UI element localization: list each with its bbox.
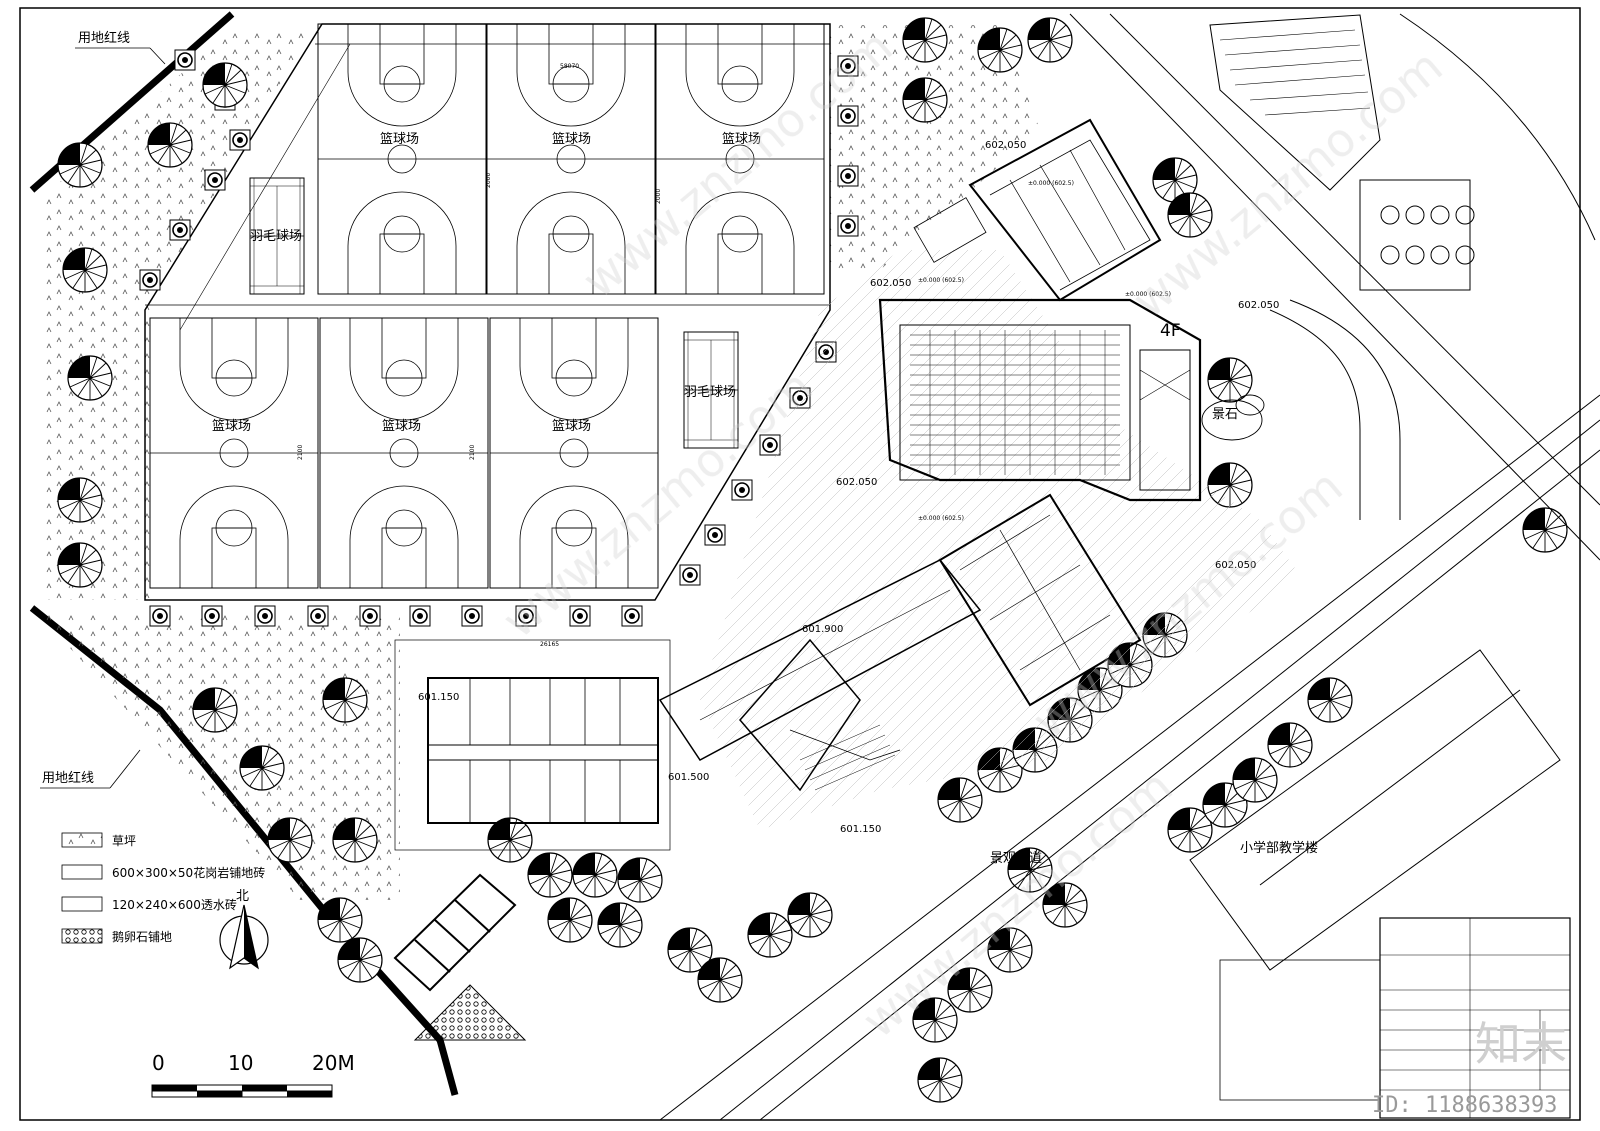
primary-school-building (1189, 649, 1561, 971)
elev-602-050-b: 602.050 (1215, 560, 1256, 571)
label-basketball-4: 篮球场 (212, 419, 251, 434)
elev-zero-2: ±0.000 (602.5) (1125, 291, 1171, 298)
north-wing-building (913, 118, 1162, 302)
dim-2100-b: 2100 (469, 445, 476, 460)
dim-2100-a: 2100 (297, 445, 304, 460)
classroom-block (394, 639, 671, 851)
legend-swatch-permeable (61, 896, 103, 912)
label-4f: 4F (1160, 321, 1181, 341)
dim-2000-a: 2000 (485, 173, 492, 188)
grass-southwest (40, 615, 400, 900)
auditorium-building (878, 298, 1202, 502)
elev-602-050-d: 602.050 (870, 278, 911, 289)
legend-label-pebble: 鹅卵石铺地 (112, 930, 172, 944)
elev-602-050-c: 602.050 (836, 477, 877, 488)
drawing-frame (19, 7, 1581, 1121)
elev-601-150-b: 601.150 (840, 824, 881, 835)
elev-601-900: 601.900 (802, 624, 843, 635)
legend: 草坪 600×300×50花岗岩铺地砖 120×240×600透水砖 鹅卵石铺地 (61, 832, 265, 944)
legend-swatch-grass (61, 832, 103, 848)
elev-601-500: 601.500 (668, 772, 709, 783)
label-rock: 景石 (1212, 407, 1238, 422)
label-basketball-5: 篮球场 (382, 419, 421, 434)
label-basketball-1: 篮球场 (380, 132, 419, 147)
label-basketball-6: 篮球场 (552, 419, 591, 434)
basketball-court-1 (317, 23, 487, 295)
grass-west (40, 30, 312, 600)
basketball-court-4 (149, 317, 319, 589)
label-basketball-2: 篮球场 (552, 132, 591, 147)
scale-label-20m: 20M (312, 1051, 355, 1075)
scale-bar: 0 10 20M (151, 1051, 355, 1098)
title-block (1379, 917, 1571, 1119)
scale-label-0: 0 (152, 1051, 165, 1075)
label-redline-bottom: 用地红线 (42, 770, 94, 786)
rock-feature (1201, 394, 1265, 441)
roads (659, 13, 1600, 1121)
northeast-building (1209, 14, 1475, 291)
legend-label-granite: 600×300×50花岗岩铺地砖 (112, 865, 265, 880)
elev-zero-1: ±0.000 (602.5) (1028, 180, 1074, 187)
grass-northeast (830, 25, 1040, 270)
elev-601-150-a: 601.150 (418, 692, 459, 703)
label-badminton-2: 羽毛球场 (684, 385, 736, 400)
tree-group-south (487, 817, 833, 1003)
image-id-text: ID: 1188638393 (1372, 1093, 1557, 1118)
north-arrow-icon (219, 904, 269, 970)
scale-label-10: 10 (228, 1051, 253, 1075)
watermark-brand: 知末 (1475, 1017, 1567, 1071)
label-redline-top: 用地红线 (78, 30, 130, 46)
east-wing-building (938, 493, 1142, 707)
basketball-court-5 (319, 317, 489, 589)
label-badminton-1: 羽毛球场 (250, 229, 302, 244)
dim-2000-b: 2000 (655, 189, 662, 204)
label-basketball-3: 篮球场 (722, 132, 761, 147)
dim-26165: 26165 (540, 641, 559, 648)
label-school-building: 小学部教学楼 (1240, 840, 1318, 856)
svg-text:www.znzmo.com: www.znzmo.com (852, 759, 1182, 1048)
elev-602-050-a: 602.050 (1238, 300, 1279, 311)
triangle-plaza (413, 984, 527, 1041)
title-block-side (1219, 959, 1381, 1101)
elev-zero-4: ±0.000 (602.5) (918, 515, 964, 522)
elev-zero-3: ±0.000 (602.5) (918, 277, 964, 284)
label-north: 北 (236, 889, 249, 904)
connecting-corridor (658, 559, 982, 792)
label-avenue: 景观大道 (990, 851, 1042, 866)
legend-label-grass: 草坪 (112, 834, 136, 848)
legend-swatch-pebble (61, 928, 103, 944)
parking-spaces (393, 873, 517, 992)
dim-58070: 58070 (560, 63, 579, 70)
legend-label-permeable: 120×240×600透水砖 (112, 897, 237, 912)
elev-602-050-e: 602.050 (985, 140, 1026, 151)
court-enclosure (144, 23, 831, 601)
legend-swatch-granite (61, 864, 103, 880)
plaza-paving (700, 250, 1300, 830)
